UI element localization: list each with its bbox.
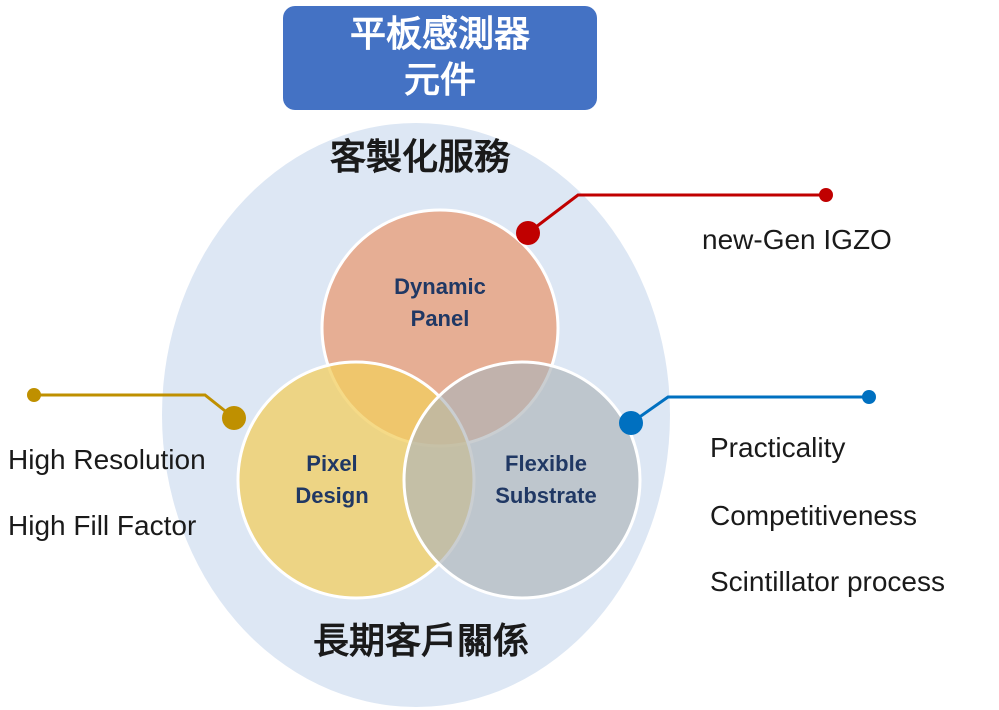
title-line-1: 平板感測器	[349, 14, 530, 55]
igzo-connector-dot-small	[819, 188, 833, 202]
dynamic-panel-line-2: Panel	[410, 306, 470, 331]
title-box: 平板感測器 元件	[283, 6, 597, 110]
igzo-connector-dot-large	[516, 221, 540, 245]
bottom-label: 長期客戶關係	[313, 621, 530, 662]
right-connector-dot-small	[862, 390, 876, 404]
title-line-2: 元件	[403, 60, 476, 101]
callout-right-item-3: Scintillator process	[710, 566, 945, 597]
flexible-substrate-line-1: Flexible	[505, 451, 587, 476]
left-connector-dot-small	[27, 388, 41, 402]
callout-right-item-2: Competitiveness	[710, 500, 917, 531]
circle-flexible-substrate	[402, 360, 642, 600]
top-label: 客製化服務	[330, 137, 511, 178]
circle-label-dynamic-panel: Dynamic Panel	[394, 271, 486, 335]
pixel-design-line-2: Design	[295, 483, 369, 508]
circle-label-flexible-substrate: Flexible Substrate	[495, 448, 596, 512]
left-connector-dot-large	[222, 406, 246, 430]
callout-left-item-2: High Fill Factor	[8, 510, 197, 541]
circle-label-pixel-design: Pixel Design	[295, 448, 368, 512]
callout-igzo-text: new-Gen IGZO	[702, 224, 892, 255]
callout-right-item-1: Practicality	[710, 432, 846, 463]
pixel-design-line-1: Pixel	[306, 451, 358, 476]
callout-left-item-1: High Resolution	[8, 444, 206, 475]
flexible-substrate-line-2: Substrate	[495, 483, 597, 508]
right-connector-line	[630, 395, 869, 425]
right-connector-dot-large	[619, 411, 643, 435]
left-connector-line	[34, 393, 235, 420]
dynamic-panel-line-1: Dynamic	[394, 274, 486, 299]
igzo-connector-line	[527, 193, 826, 235]
